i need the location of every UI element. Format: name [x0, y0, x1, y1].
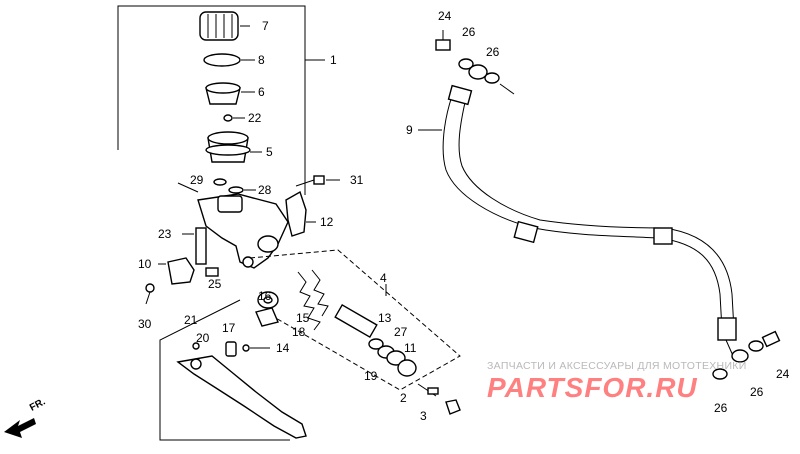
bolt-20 — [192, 342, 200, 350]
o-ring-28 — [228, 186, 256, 194]
callout-13: 13 — [378, 311, 392, 325]
callout-9: 9 — [406, 123, 413, 137]
callout-26-lower-1: 26 — [714, 401, 728, 415]
sealing-washer-upper-2 — [484, 72, 500, 84]
nut-25 — [205, 267, 219, 277]
reservoir-body — [205, 131, 262, 163]
callout-2: 2 — [400, 391, 407, 405]
watermark-logo: PARTSFOR.RU — [487, 372, 698, 403]
callout-3: 3 — [420, 409, 427, 423]
banjo-fitting-upper — [468, 64, 488, 80]
plate-15 — [255, 307, 279, 327]
washer-27 — [386, 350, 406, 366]
callout-6: 6 — [258, 85, 265, 99]
reservoir-plate — [203, 53, 255, 67]
piston-assembly-frame — [249, 249, 461, 391]
clutch-lever — [176, 355, 307, 439]
callout-20: 20 — [196, 331, 210, 345]
callout-1: 1 — [330, 53, 337, 67]
boot-3 — [445, 399, 461, 415]
callout-23: 23 — [158, 227, 172, 241]
banjo-bolt-lower — [761, 330, 781, 348]
boot-17 — [225, 341, 237, 357]
callout-29: 29 — [190, 173, 204, 187]
callout-4: 4 — [380, 271, 387, 285]
callout-30: 30 — [138, 317, 152, 331]
callout-10: 10 — [138, 257, 152, 271]
switch-10 — [158, 257, 195, 285]
reservoir-diaphragm — [205, 82, 255, 105]
callout-5: 5 — [266, 145, 273, 159]
lever-bracket — [159, 299, 290, 441]
pivot-bolt-23 — [182, 227, 207, 265]
piston-spring — [297, 269, 329, 331]
pivot-16 — [257, 291, 279, 309]
master-cylinder-body — [197, 193, 289, 269]
callout-24-lower: 24 — [776, 367, 790, 381]
sealing-washer-upper-1 — [458, 58, 474, 70]
callout-22: 22 — [248, 111, 262, 125]
sealing-washer-lower-2 — [748, 340, 764, 352]
callout-16: 16 — [258, 289, 272, 303]
callout-14: 14 — [276, 341, 290, 355]
o-ring-29 — [213, 178, 227, 186]
callout-7: 7 — [262, 19, 269, 33]
circlip-11 — [397, 359, 417, 377]
callout-21: 21 — [184, 313, 198, 327]
callout-28: 28 — [258, 183, 272, 197]
callout-26-lower-2: 26 — [750, 385, 764, 399]
callout-18: 18 — [292, 325, 306, 339]
assembly-bracket-reservoir — [117, 5, 325, 195]
banjo-fitting-lower — [731, 349, 749, 363]
front-direction-arrow — [4, 418, 36, 438]
push-rod-2 — [417, 383, 439, 397]
banjo-bolt-upper — [435, 30, 451, 51]
reservoir-cap — [199, 11, 250, 41]
callout-31: 31 — [350, 173, 364, 187]
screw-14 — [242, 344, 270, 352]
callout-25: 25 — [208, 277, 222, 291]
callout-11: 11 — [404, 341, 417, 355]
callout-26-upper-1: 26 — [462, 25, 476, 39]
bolt-31 — [295, 175, 340, 187]
screw-22 — [223, 114, 245, 122]
clutch-hose — [418, 84, 737, 359]
piston — [334, 303, 384, 350]
callout-8: 8 — [258, 53, 265, 67]
callout-19: 19 — [364, 369, 378, 383]
callout-26-upper-2: 26 — [486, 45, 500, 59]
watermark-caption: ЗАПЧАСТИ И АКСЕССУАРЫ ДЛЯ МОТОТЕХНИКИ — [487, 360, 747, 372]
sealing-washer-lower-1 — [712, 368, 728, 380]
callout-15: 15 — [296, 311, 310, 325]
callout-17: 17 — [222, 321, 236, 335]
callout-12: 12 — [320, 215, 334, 229]
callout-27: 27 — [394, 325, 408, 339]
holder-clamp — [285, 190, 316, 237]
screw-30 — [145, 283, 155, 305]
callout-24-upper: 24 — [438, 9, 452, 23]
